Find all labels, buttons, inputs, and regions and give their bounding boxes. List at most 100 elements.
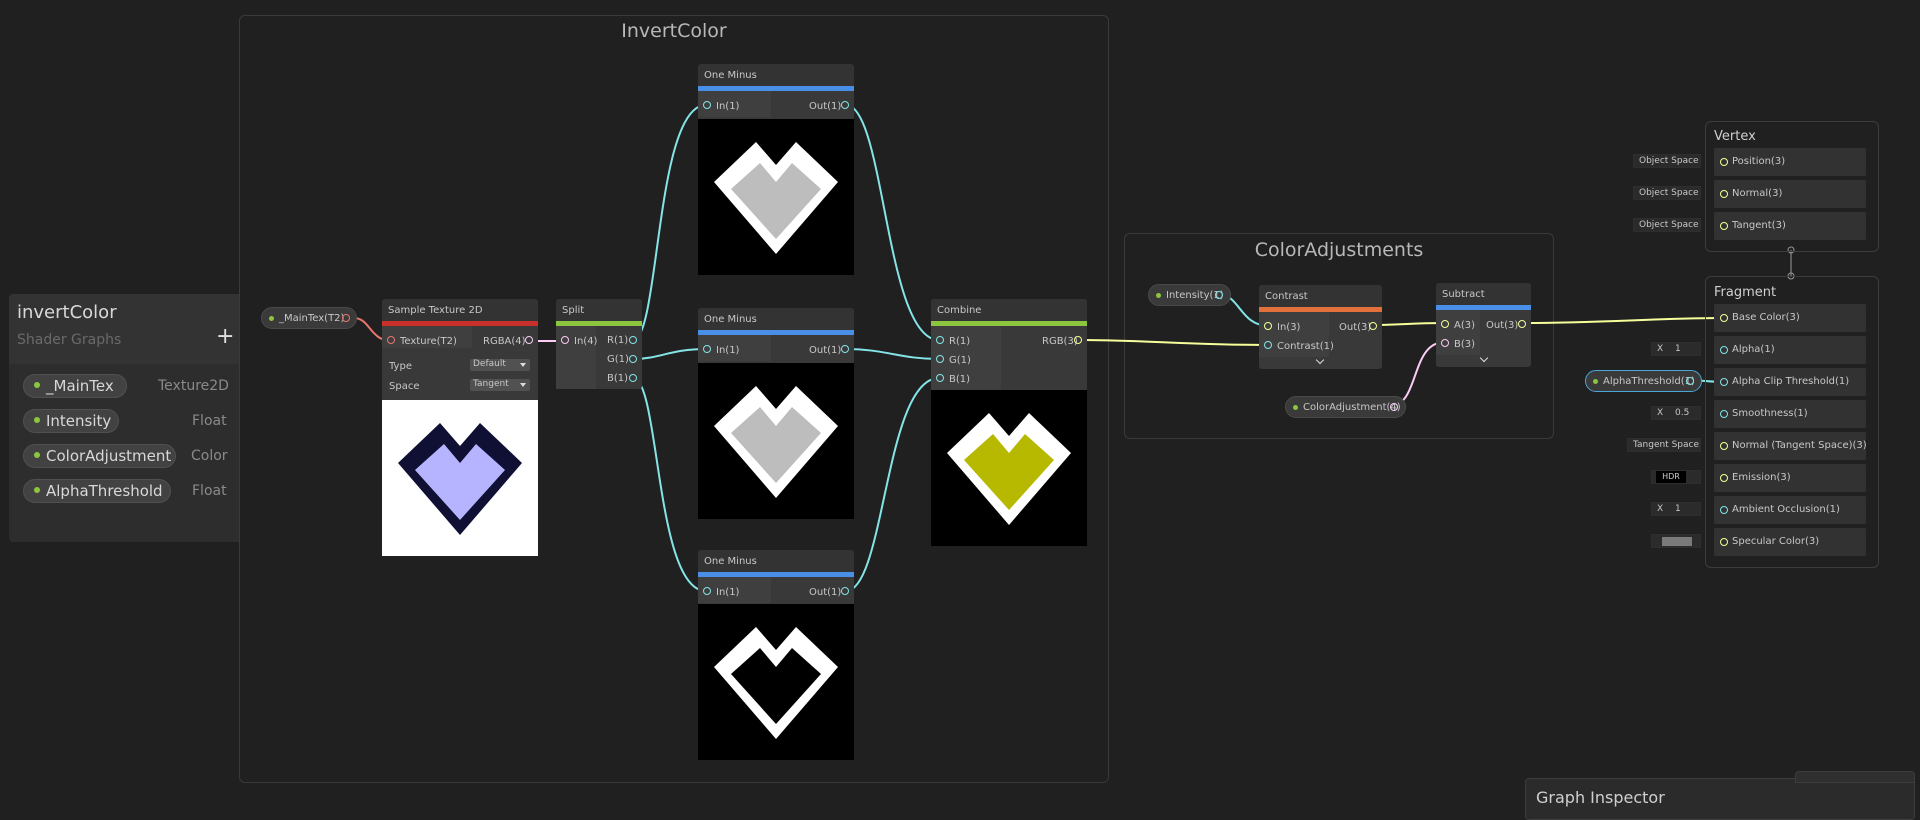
- node-header: Split: [556, 299, 642, 321]
- blackboard-panel: invertColor Shader Graphs + _MainTex Tex…: [9, 294, 244, 542]
- normal-space-field[interactable]: Object Space: [1633, 186, 1701, 200]
- property-dot: [34, 382, 40, 388]
- block-tangent[interactable]: Tangent(3): [1714, 212, 1866, 240]
- fragment-context[interactable]: Fragment: [1705, 276, 1879, 568]
- ao-value-field[interactable]: X 1: [1651, 502, 1701, 516]
- output-label: Out(3): [1486, 320, 1519, 331]
- type-dropdown[interactable]: Default: [470, 359, 530, 371]
- block-alpha-clip-threshold[interactable]: Alpha Clip Threshold(1): [1714, 368, 1866, 396]
- block-base-color[interactable]: Base Color(3): [1714, 304, 1866, 332]
- graph-inspector-panel[interactable]: Graph Inspector: [1525, 778, 1915, 820]
- node-one-minus-1[interactable]: One Minus In(1) Out(1): [698, 64, 854, 275]
- chevron-down-icon[interactable]: [1479, 353, 1489, 363]
- input-port[interactable]: [561, 336, 569, 344]
- node-contrast[interactable]: Contrast In(3) Contrast(1) Out(3): [1259, 285, 1382, 369]
- output-port[interactable]: [841, 587, 849, 595]
- property-alphathreshold[interactable]: AlphaThreshold: [23, 479, 171, 503]
- input-port[interactable]: [1720, 158, 1728, 166]
- block-ambient-occlusion[interactable]: Ambient Occlusion(1): [1714, 496, 1866, 524]
- input-port[interactable]: [387, 336, 395, 344]
- output-port[interactable]: [1686, 377, 1694, 385]
- output-port[interactable]: [629, 336, 637, 344]
- property-intensity[interactable]: Intensity: [23, 409, 119, 433]
- block-emission[interactable]: Emission(3): [1714, 464, 1866, 492]
- input-port[interactable]: [1720, 222, 1728, 230]
- block-normal-tangent-space[interactable]: Normal (Tangent Space)(3): [1714, 432, 1867, 460]
- node-combine[interactable]: Combine R(1) G(1) B(1) RGB(3): [931, 299, 1087, 546]
- property-node-maintex[interactable]: _MainTex(T2): [261, 307, 357, 329]
- property-name: AlphaThreshold: [46, 482, 163, 500]
- input-port[interactable]: [1720, 378, 1728, 386]
- input-port[interactable]: [1264, 322, 1272, 330]
- property-maintex[interactable]: _MainTex: [23, 374, 127, 398]
- node-one-minus-2[interactable]: One Minus In(1) Out(1): [698, 308, 854, 519]
- block-alpha[interactable]: Alpha(1): [1714, 336, 1866, 364]
- block-label: Ambient Occlusion(1): [1732, 504, 1840, 515]
- output-port[interactable]: [629, 374, 637, 382]
- output-port[interactable]: [841, 101, 849, 109]
- heart-preview-icon: [714, 627, 838, 739]
- alpha-value-field[interactable]: X 1: [1651, 342, 1701, 356]
- input-port[interactable]: [1720, 538, 1728, 546]
- dropdown-arrow-icon: [520, 363, 526, 367]
- property-type: Color: [191, 448, 228, 464]
- block-specular-color[interactable]: Specular Color(3): [1714, 528, 1866, 556]
- space-dropdown[interactable]: Tangent: [470, 379, 530, 391]
- input-port[interactable]: [1720, 442, 1728, 450]
- block-position[interactable]: Position(3): [1714, 148, 1866, 176]
- block-label: Emission(3): [1732, 472, 1791, 483]
- input-port[interactable]: [1720, 474, 1728, 482]
- normal-space-field[interactable]: Tangent Space: [1627, 438, 1701, 452]
- output-port[interactable]: [1074, 336, 1082, 344]
- emission-color-field[interactable]: HDR: [1651, 470, 1701, 484]
- output-port[interactable]: [1518, 320, 1526, 328]
- output-port[interactable]: [1369, 322, 1377, 330]
- add-property-button[interactable]: +: [213, 324, 235, 349]
- input-port[interactable]: [1441, 320, 1449, 328]
- input-port[interactable]: [703, 587, 711, 595]
- output-port[interactable]: [841, 345, 849, 353]
- output-port[interactable]: [342, 314, 350, 322]
- node-one-minus-3[interactable]: One Minus In(1) Out(1): [698, 550, 854, 760]
- block-smoothness[interactable]: Smoothness(1): [1714, 400, 1866, 428]
- specular-color-field[interactable]: [1651, 534, 1701, 548]
- output-port[interactable]: [1390, 403, 1398, 411]
- input-port[interactable]: [936, 374, 944, 382]
- property-node-alphathreshold[interactable]: AlphaThreshold(1): [1585, 370, 1702, 392]
- block-label: Normal(3): [1732, 188, 1783, 199]
- output-port[interactable]: [629, 355, 637, 363]
- property-dot: [34, 417, 40, 423]
- position-space-field[interactable]: Object Space: [1633, 154, 1701, 168]
- property-coloradjustment[interactable]: ColorAdjustment: [23, 444, 176, 468]
- node-split[interactable]: Split In(4) R(1) G(1) B(1): [556, 299, 642, 389]
- input-port[interactable]: [703, 101, 711, 109]
- input-port[interactable]: [1720, 314, 1728, 322]
- block-label: Alpha Clip Threshold(1): [1732, 376, 1850, 387]
- input-port[interactable]: [1264, 341, 1272, 349]
- input-port[interactable]: [1720, 346, 1728, 354]
- input-label: B(1): [949, 374, 971, 385]
- vertex-context[interactable]: Vertex: [1705, 121, 1879, 252]
- input-port[interactable]: [936, 336, 944, 344]
- tangent-space-field[interactable]: Object Space: [1633, 218, 1701, 232]
- input-port[interactable]: [1720, 410, 1728, 418]
- graph-inspector-tab[interactable]: [1795, 771, 1915, 783]
- property-node-coloradjustment[interactable]: ColorAdjustment(4): [1285, 396, 1406, 418]
- input-port[interactable]: [1720, 506, 1728, 514]
- output-port[interactable]: [525, 336, 533, 344]
- node-sample-texture-2d[interactable]: Sample Texture 2D Texture(T2) RGBA(4) Ty…: [382, 299, 538, 556]
- block-normal[interactable]: Normal(3): [1714, 180, 1866, 208]
- smoothness-value-field[interactable]: X 0.5: [1651, 406, 1701, 420]
- node-preview: [931, 390, 1087, 546]
- block-label: Specular Color(3): [1732, 536, 1820, 547]
- output-port[interactable]: [1215, 291, 1223, 299]
- chevron-down-icon[interactable]: [1315, 355, 1325, 365]
- node-subtract[interactable]: Subtract A(3) B(3) Out(3): [1436, 283, 1531, 367]
- property-name: ColorAdjustment: [46, 447, 172, 465]
- property-node-intensity[interactable]: Intensity(1): [1148, 284, 1231, 306]
- input-label: A(3): [1454, 320, 1476, 331]
- input-port[interactable]: [1441, 339, 1449, 347]
- input-port[interactable]: [1720, 190, 1728, 198]
- input-port[interactable]: [703, 345, 711, 353]
- input-port[interactable]: [936, 355, 944, 363]
